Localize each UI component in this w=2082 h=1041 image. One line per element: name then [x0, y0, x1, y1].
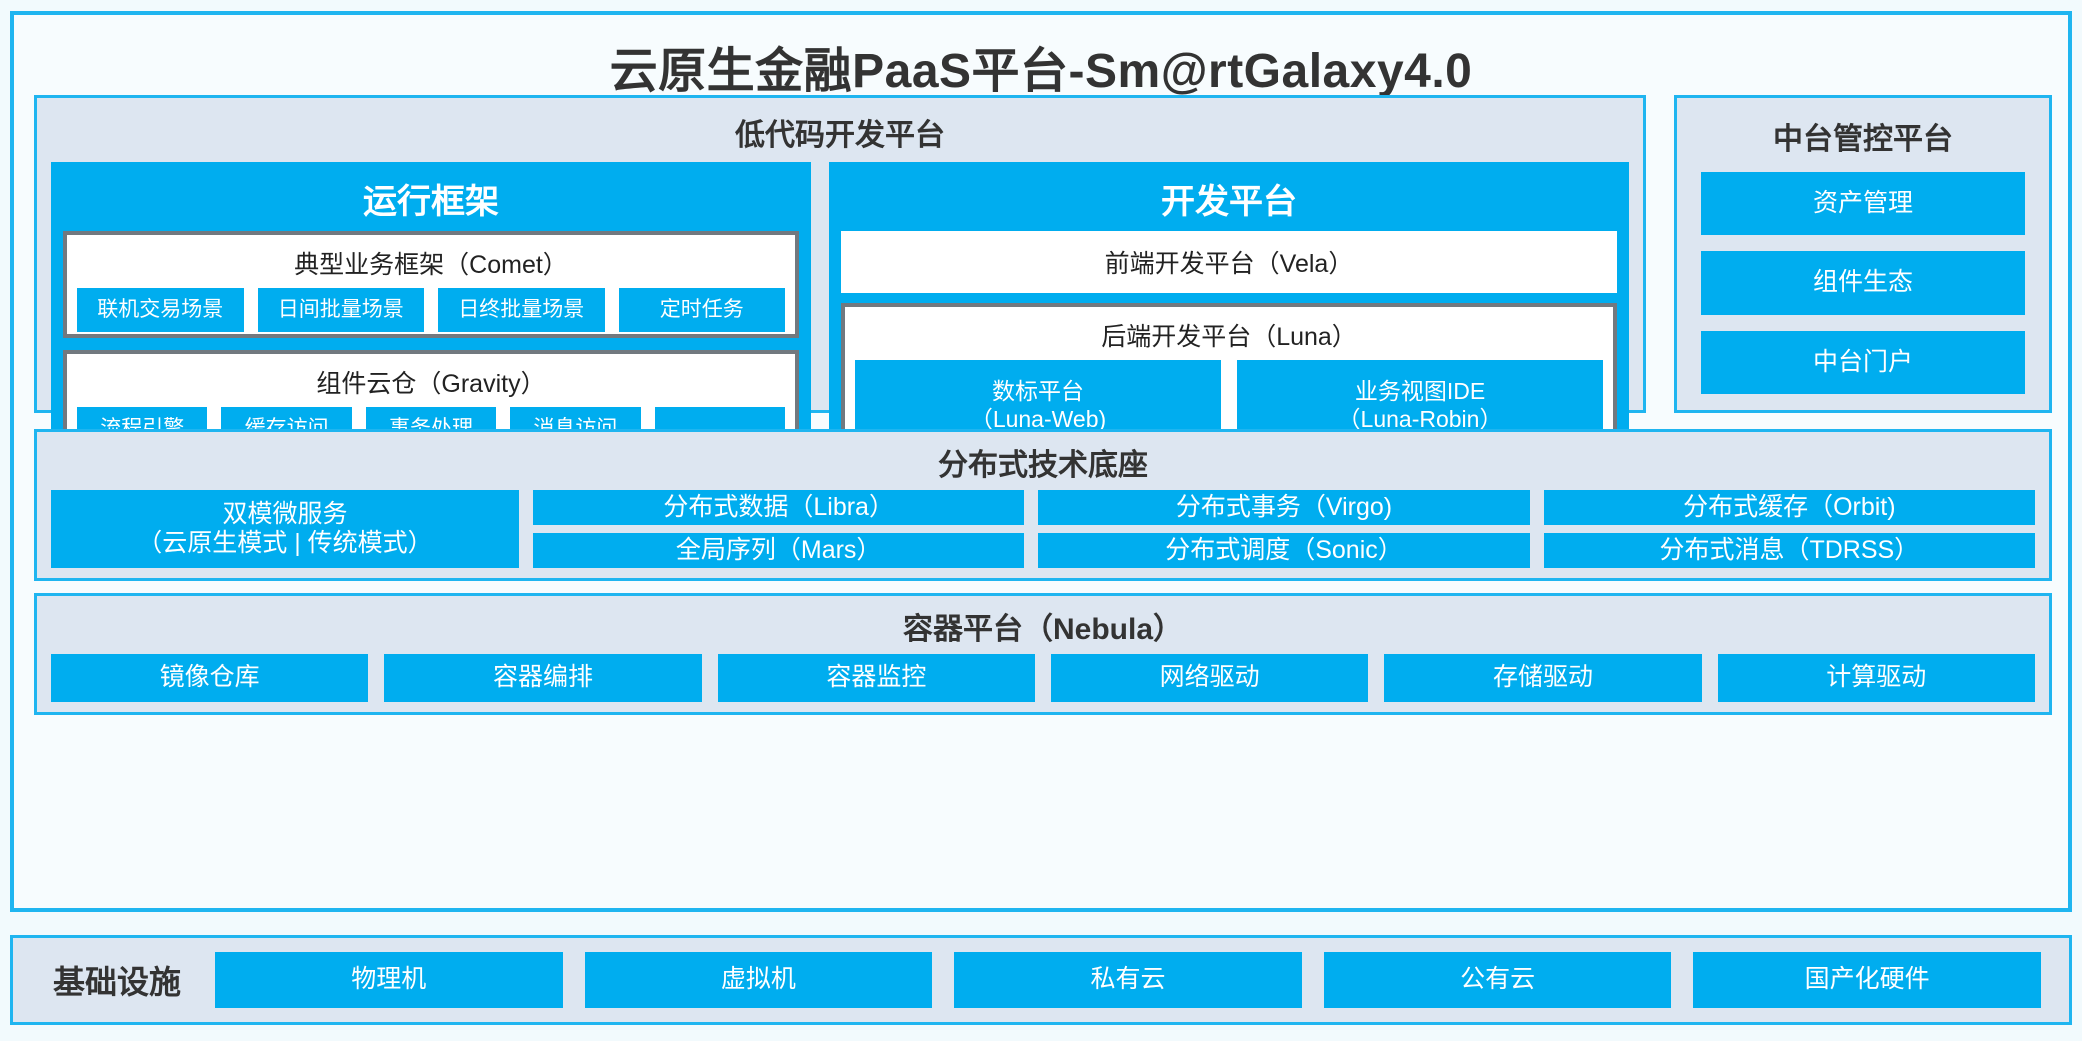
- distributed-schedule-sonic[interactable]: 分布式调度（Sonic）: [1038, 533, 1530, 568]
- infrastructure-panel: 基础设施 物理机 虚拟机 私有云 公有云 国产化硬件: [10, 935, 2072, 1025]
- container-item-orchestration[interactable]: 容器编排: [384, 654, 702, 702]
- page-title: 云原生金融PaaS平台-Sm@rtGalaxy4.0: [609, 45, 1473, 98]
- global-sequence-mars[interactable]: 全局序列（Mars）: [533, 533, 1025, 568]
- frontend-platform-box[interactable]: 前端开发平台（Vela）: [841, 231, 1617, 293]
- gravity-title: 组件云仓（Gravity）: [316, 370, 546, 398]
- distributed-base-panel: 分布式技术底座 双模微服务（云原生模式 | 传统模式） 分布式数据（Libra）…: [34, 429, 2052, 581]
- container-item-monitoring[interactable]: 容器监控: [717, 654, 1035, 702]
- distributed-base-title: 分布式技术底座: [938, 449, 1148, 482]
- container-platform-title: 容器平台（Nebula）: [902, 613, 1184, 646]
- container-platform-panel: 容器平台（Nebula） 镜像仓库 容器编排 容器监控 网络驱动 存储驱动 计算…: [34, 593, 2052, 715]
- development-platform-title: 开发平台: [1161, 183, 1297, 221]
- distributed-column-2: 分布式事务（Virgo) 分布式调度（Sonic）: [1038, 490, 1530, 568]
- infrastructure-item-physical[interactable]: 物理机: [215, 952, 563, 1008]
- midplatform-management-panel: 中台管控平台 资产管理 组件生态 中台门户: [1674, 95, 2052, 413]
- infrastructure-item-domestic-hardware[interactable]: 国产化硬件: [1693, 952, 2041, 1008]
- comet-items: 联机交易场景 日间批量场景 日终批量场景 定时任务: [77, 288, 785, 332]
- distributed-data-libra[interactable]: 分布式数据（Libra）: [533, 490, 1025, 525]
- distributed-transaction-virgo[interactable]: 分布式事务（Virgo): [1038, 490, 1530, 525]
- architecture-diagram-frame: 云原生金融PaaS平台-Sm@rtGalaxy4.0 低代码开发平台 运行框架 …: [10, 11, 2072, 912]
- lowcode-platform-panel: 低代码开发平台 运行框架 典型业务框架（Comet） 联机交易场景 日间批量场景…: [34, 95, 1646, 477]
- infrastructure-item-public-cloud[interactable]: 公有云: [1323, 952, 1672, 1008]
- distributed-cache-orbit[interactable]: 分布式缓存（Orbit): [1543, 490, 2035, 525]
- container-item-image-registry[interactable]: 镜像仓库: [51, 654, 369, 702]
- midplatform-item-asset[interactable]: 资产管理: [1701, 172, 2025, 236]
- upper-row: 低代码开发平台 运行框架 典型业务框架（Comet） 联机交易场景 日间批量场景…: [34, 95, 2052, 477]
- infrastructure-item-virtual[interactable]: 虚拟机: [584, 952, 933, 1008]
- comet-box: 典型业务框架（Comet） 联机交易场景 日间批量场景 日终批量场景 定时任务: [63, 231, 799, 338]
- backend-platform-title: 后端开发平台（Luna）: [1101, 323, 1357, 351]
- runtime-framework-title: 运行框架: [363, 183, 499, 221]
- comet-item[interactable]: 定时任务: [618, 288, 785, 332]
- container-item-compute-driver[interactable]: 计算驱动: [1717, 654, 2035, 702]
- distributed-column-3: 分布式缓存（Orbit) 分布式消息（TDRSS）: [1543, 490, 2035, 568]
- infrastructure-items: 物理机 虚拟机 私有云 公有云 国产化硬件: [215, 952, 2041, 1008]
- runtime-framework-block: 运行框架 典型业务框架（Comet） 联机交易场景 日间批量场景 日终批量场景 …: [51, 162, 811, 477]
- infrastructure-item-private-cloud[interactable]: 私有云: [954, 952, 1302, 1008]
- midplatform-items: 资产管理 组件生态 中台门户: [1701, 172, 2025, 394]
- midplatform-item-portal[interactable]: 中台门户: [1701, 330, 2025, 394]
- comet-title: 典型业务框架（Comet）: [294, 251, 568, 279]
- development-platform-block: 开发平台 前端开发平台（Vela） 后端开发平台（Luna） 数标平台（Luna…: [829, 162, 1629, 477]
- container-item-storage-driver[interactable]: 存储驱动: [1384, 654, 1702, 702]
- comet-item[interactable]: 日间批量场景: [257, 288, 424, 332]
- dual-mode-microservice-box[interactable]: 双模微服务（云原生模式 | 传统模式）: [51, 490, 519, 568]
- midplatform-item-component[interactable]: 组件生态: [1701, 251, 2025, 315]
- comet-item[interactable]: 日终批量场景: [438, 288, 605, 332]
- distributed-column-1: 分布式数据（Libra） 全局序列（Mars）: [533, 490, 1025, 568]
- distributed-base-grid: 双模微服务（云原生模式 | 传统模式） 分布式数据（Libra） 全局序列（Ma…: [51, 490, 2035, 568]
- comet-item[interactable]: 联机交易场景: [77, 288, 244, 332]
- lowcode-columns: 运行框架 典型业务框架（Comet） 联机交易场景 日间批量场景 日终批量场景 …: [51, 162, 1629, 477]
- distributed-message-tdrss[interactable]: 分布式消息（TDRSS）: [1543, 533, 2035, 568]
- infrastructure-label: 基础设施: [52, 964, 181, 1000]
- midplatform-management-title: 中台管控平台: [1773, 123, 1953, 156]
- container-platform-items: 镜像仓库 容器编排 容器监控 网络驱动 存储驱动 计算驱动: [51, 654, 2035, 702]
- container-item-network-driver[interactable]: 网络驱动: [1050, 654, 1369, 702]
- lowcode-platform-title: 低代码开发平台: [735, 119, 945, 152]
